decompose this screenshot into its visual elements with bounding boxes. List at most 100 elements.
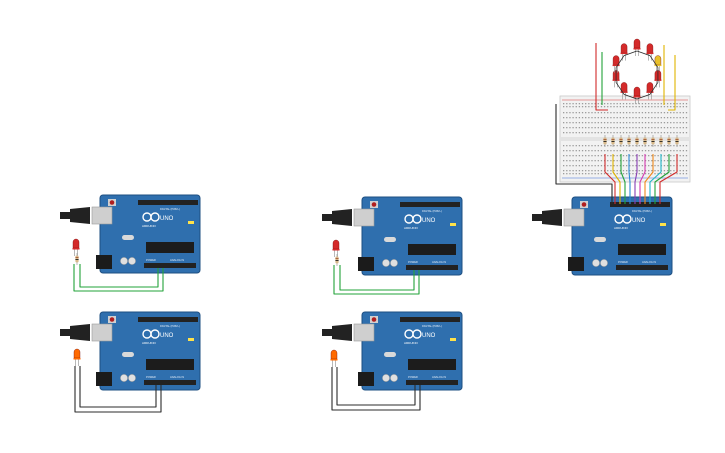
breadboard-hole xyxy=(578,145,581,147)
breadboard-hole xyxy=(638,145,640,147)
breadboard-hole xyxy=(663,155,666,157)
breadboard-resistor[interactable] xyxy=(627,135,631,147)
signal-wire[interactable] xyxy=(628,154,631,204)
signal-wire[interactable] xyxy=(634,154,638,204)
breadboard-hole xyxy=(666,155,669,157)
resistor-band xyxy=(643,141,647,142)
breadboard-hole xyxy=(591,165,593,167)
led-red[interactable] xyxy=(332,239,340,257)
wire-black[interactable] xyxy=(74,366,162,413)
breadboard-hole xyxy=(616,112,618,114)
breadboard-hole xyxy=(644,165,647,167)
breadboard-hole xyxy=(654,106,656,108)
breadboard-resistor[interactable] xyxy=(603,135,607,147)
signal-wire[interactable] xyxy=(612,154,621,204)
wire-green[interactable] xyxy=(73,264,164,292)
breadboard-hole xyxy=(607,117,609,119)
wire-green[interactable] xyxy=(79,264,159,288)
signal-wire[interactable] xyxy=(604,154,616,204)
signal-wire[interactable] xyxy=(649,154,662,204)
breadboard-resistor[interactable] xyxy=(675,135,679,147)
ring-led[interactable] xyxy=(620,82,628,100)
breadboard-hole xyxy=(616,127,618,129)
ring-led[interactable] xyxy=(633,86,641,104)
breadboard-hole xyxy=(594,103,596,105)
signal-wire[interactable] xyxy=(639,154,646,204)
board-brand-label: ARDUINO xyxy=(404,226,419,230)
signal-wire[interactable] xyxy=(644,154,654,204)
resistor[interactable] xyxy=(335,254,339,266)
breadboard-hole xyxy=(673,103,675,105)
breadboard-hole xyxy=(619,155,621,157)
breadboard-hole xyxy=(600,160,603,162)
breadboard-hole xyxy=(657,155,659,157)
breadboard-hole xyxy=(622,173,625,175)
breadboard-hole xyxy=(569,127,571,129)
breadboard-hole xyxy=(685,103,688,105)
breadboard-hole xyxy=(610,106,612,108)
wire-yellow[interactable] xyxy=(668,55,676,111)
breadboard-hole xyxy=(654,145,656,147)
signal-wire[interactable] xyxy=(659,154,678,204)
breadboard-hole xyxy=(641,155,644,157)
wire-black[interactable] xyxy=(336,367,416,406)
breadboard-hole xyxy=(594,173,596,175)
breadboard-resistor[interactable] xyxy=(667,135,671,147)
resistor-band xyxy=(651,141,655,142)
breadboard-hole xyxy=(685,106,688,108)
breadboard-hole xyxy=(676,117,678,119)
breadboard-hole xyxy=(607,145,609,147)
ring-led[interactable] xyxy=(646,82,654,100)
breadboard-hole xyxy=(660,103,662,105)
wire-black[interactable] xyxy=(79,366,157,408)
ring-led[interactable] xyxy=(646,43,654,61)
ring-led[interactable] xyxy=(612,55,620,73)
breadboard-hole xyxy=(682,160,684,162)
breadboard-hole xyxy=(569,112,571,114)
breadboard-hole xyxy=(578,170,581,172)
breadboard-hole xyxy=(585,117,587,119)
wire-green[interactable] xyxy=(339,265,415,291)
breadboard-hole xyxy=(632,122,634,124)
breadboard-hole xyxy=(581,112,584,114)
breadboard-hole xyxy=(670,165,672,167)
breadboard-resistor[interactable] xyxy=(643,135,647,147)
wire-black[interactable] xyxy=(331,367,421,411)
breadboard-divider xyxy=(560,137,690,141)
breadboard-hole xyxy=(572,150,574,152)
breadboard-resistor[interactable] xyxy=(659,135,663,147)
wire-green[interactable] xyxy=(333,265,420,295)
signal-wire[interactable] xyxy=(620,154,626,204)
breadboard-hole xyxy=(600,150,603,152)
breadboard-resistor[interactable] xyxy=(635,135,639,147)
ring-led[interactable] xyxy=(620,43,628,61)
ring-led[interactable] xyxy=(633,38,641,56)
breadboard-hole xyxy=(563,106,565,108)
breadboard-hole xyxy=(575,155,577,157)
led-orange[interactable] xyxy=(73,348,81,366)
breadboard-hole xyxy=(575,112,577,114)
breadboard-hole xyxy=(632,112,634,114)
breadboard-hole xyxy=(619,150,621,152)
ring-common-wire xyxy=(615,50,659,100)
wire-red[interactable] xyxy=(595,43,608,111)
breadboard-resistor[interactable] xyxy=(651,135,655,147)
resistor[interactable] xyxy=(75,253,79,265)
led-orange[interactable] xyxy=(330,349,338,367)
breadboard-resistor[interactable] xyxy=(611,135,615,147)
board-model-label: UNO xyxy=(422,333,436,339)
breadboard-hole xyxy=(581,173,584,175)
led-red[interactable] xyxy=(72,238,80,256)
wire-black[interactable] xyxy=(555,104,613,204)
breadboard-resistor[interactable] xyxy=(619,135,623,147)
breadboard-hole xyxy=(591,117,593,119)
breadboard-hole xyxy=(629,132,631,134)
signal-wire[interactable] xyxy=(654,154,670,204)
